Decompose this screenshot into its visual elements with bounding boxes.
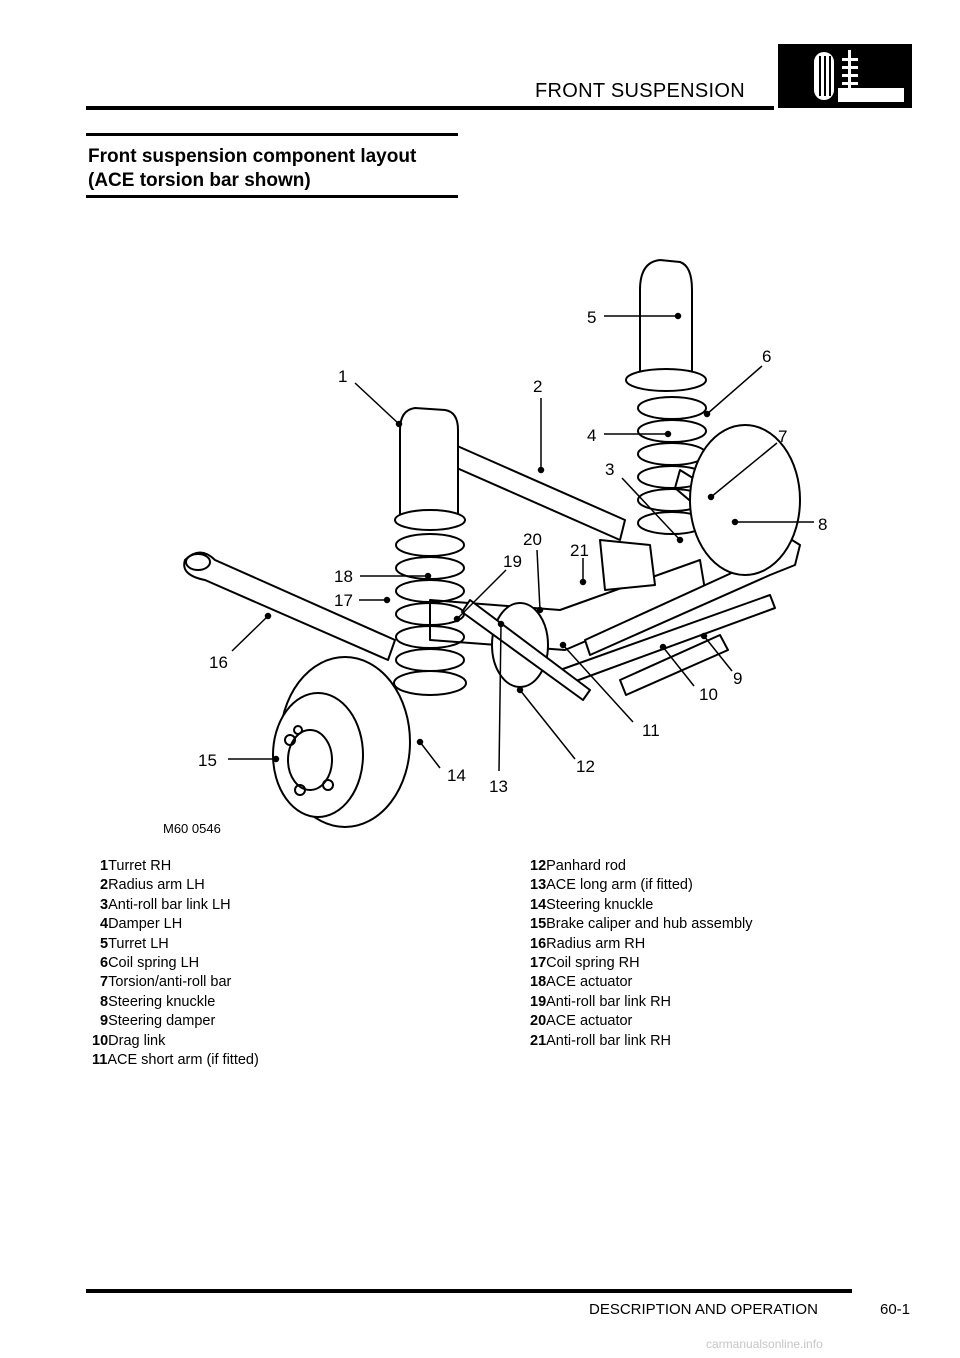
callout-14: 14 <box>447 766 466 785</box>
legend-item: 17Coil spring RH <box>530 955 640 972</box>
suspension-icon <box>778 44 912 108</box>
callout-6: 6 <box>762 347 771 366</box>
callout-15: 15 <box>198 751 217 770</box>
legend-item: 20ACE actuator <box>530 1013 633 1030</box>
callout-12: 12 <box>576 757 595 776</box>
legend-item: 11ACE short arm (if fitted) <box>92 1052 259 1069</box>
heading-bottom-rule <box>86 195 458 198</box>
header-rule <box>86 106 774 110</box>
heading-top-rule <box>86 133 458 136</box>
callout-1: 1 <box>338 367 347 386</box>
callout-20: 20 <box>523 530 542 549</box>
legend-item: 19Anti-roll bar link RH <box>530 993 672 1010</box>
callout-7: 7 <box>778 427 787 446</box>
callout-labels: 1 2 3 4 5 6 7 8 9 10 11 12 13 14 15 16 1… <box>198 308 827 796</box>
callout-3: 3 <box>605 460 614 479</box>
legend-item: 15Brake caliper and hub assembly <box>530 916 753 933</box>
callout-9: 9 <box>733 669 742 688</box>
heading-line-2: (ACE torsion bar shown) <box>88 170 311 191</box>
suspension-drawing <box>183 259 801 828</box>
callout-19: 19 <box>503 552 522 571</box>
legend-item: 18ACE actuator <box>530 974 633 991</box>
legend-item: 9Steering damper <box>100 1013 216 1030</box>
legend-item: 6Coil spring LH <box>100 955 200 972</box>
legend-item: 14Steering knuckle <box>530 896 654 913</box>
footer-section: DESCRIPTION AND OPERATION <box>589 1301 818 1318</box>
legend-item: 16Radius arm RH <box>530 935 646 952</box>
callout-16: 16 <box>209 653 228 672</box>
callout-4: 4 <box>587 426 596 445</box>
legend-item: 13ACE long arm (if fitted) <box>530 877 693 894</box>
callout-11: 11 <box>642 721 660 740</box>
section-title: FRONT SUSPENSION <box>535 80 746 102</box>
legend-item: 7Torsion/anti-roll bar <box>100 974 232 991</box>
legend-item: 3Anti-roll bar link LH <box>100 896 231 913</box>
legend-item: 5Turret LH <box>100 935 169 952</box>
callout-5: 5 <box>587 308 596 327</box>
callout-8: 8 <box>818 515 827 534</box>
legend-item: 2Radius arm LH <box>100 877 205 894</box>
legend-item: 12Panhard rod <box>530 858 626 874</box>
legend-item: 4Damper LH <box>100 916 183 933</box>
legend-item: 1Turret RH <box>100 858 172 874</box>
callout-leaders <box>228 312 814 772</box>
callout-21: 21 <box>570 541 589 560</box>
brake-hub-assembly <box>272 656 411 828</box>
page-heading: Front suspension component layout (ACE t… <box>88 145 458 193</box>
legend-left: 1Turret RH 2Radius arm LH 3Anti-roll bar… <box>92 857 259 1070</box>
callout-13: 13 <box>489 777 508 796</box>
callout-18: 18 <box>334 567 353 586</box>
suspension-diagram: 1 2 3 4 5 6 7 8 9 10 11 12 13 14 15 16 1… <box>163 259 827 836</box>
legend-item: 8Steering knuckle <box>100 993 216 1010</box>
footer-rule <box>86 1289 852 1293</box>
callout-10: 10 <box>699 685 718 704</box>
callout-17: 17 <box>334 591 353 610</box>
rh-coil-spring <box>393 533 467 696</box>
legend-right: 12Panhard rod 13ACE long arm (if fitted)… <box>530 857 752 1051</box>
heading-line-1: Front suspension component layout <box>88 146 417 167</box>
legend-item: 21Anti-roll bar link RH <box>530 1032 672 1049</box>
page-number: 60-1 <box>880 1301 911 1318</box>
figure-code: M60 0546 <box>163 821 221 836</box>
callout-2: 2 <box>533 377 542 396</box>
legend-item: 10Drag link <box>92 1032 166 1049</box>
watermark: carmanualsonline.info <box>706 1337 823 1351</box>
